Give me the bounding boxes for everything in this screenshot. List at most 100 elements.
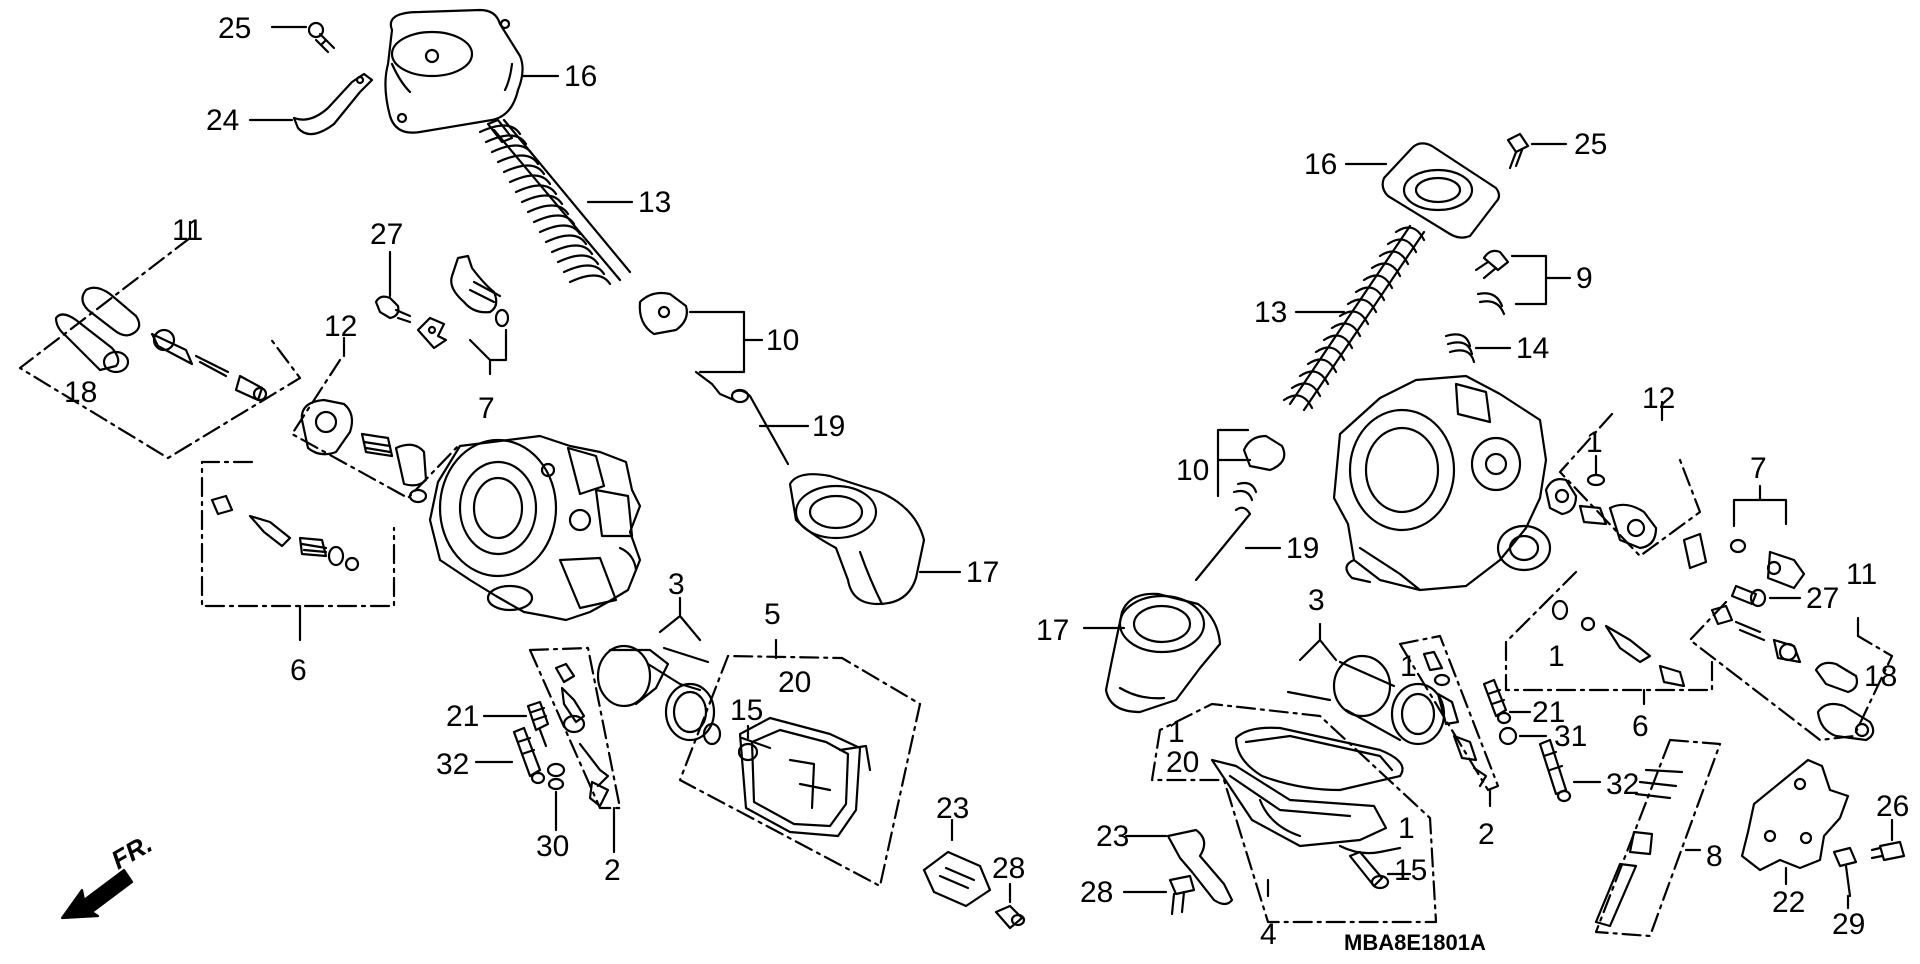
callout-13-right: 13 — [1254, 296, 1287, 329]
washer-30-left — [546, 762, 566, 832]
callout-25-right: 25 — [1574, 128, 1607, 161]
callout-21-left: 21 — [446, 700, 479, 733]
callout-6-right: 6 — [1632, 710, 1649, 743]
callout-3-right: 3 — [1308, 584, 1325, 617]
float-3-left — [596, 596, 716, 742]
kit-11-parts-left — [54, 220, 268, 402]
callout-15-right: 15 — [1394, 854, 1427, 887]
callout-23-right: 23 — [1096, 820, 1129, 853]
washer-1-right — [1551, 599, 1686, 688]
screw-27-left — [374, 250, 412, 324]
callout-7-right: 7 — [1750, 452, 1767, 485]
needle-holder-10-right — [1216, 428, 1286, 502]
callout-22: 22 — [1772, 886, 1805, 919]
callout-2-right: 2 — [1478, 818, 1495, 851]
screw-21-left — [482, 700, 550, 748]
callout-28-right: 28 — [1080, 876, 1113, 909]
reference-code: MBA8E1801A — [1344, 930, 1486, 955]
kit-bracket-6-left — [200, 460, 396, 608]
callout-2-left: 2 — [604, 854, 621, 887]
funnel-17-right — [1082, 592, 1222, 714]
callout-1-right-d: 1 — [1168, 716, 1185, 749]
kit-bracket-12-left — [290, 332, 462, 500]
carburetor-body-right — [1332, 374, 1552, 592]
screw-15-right — [1348, 850, 1412, 890]
kit-bracket-8-right — [1594, 738, 1722, 938]
callout-1-right-a: 1 — [1586, 426, 1603, 459]
kit-bracket-2-right — [1398, 634, 1500, 808]
callout-10-right: 10 — [1176, 454, 1209, 487]
spring-14 — [1444, 333, 1512, 364]
screw-holder-7-left — [416, 254, 510, 376]
callout-9: 9 — [1576, 262, 1593, 295]
front-direction-arrow-icon — [60, 868, 134, 920]
callout-26: 26 — [1876, 790, 1909, 823]
kit-bracket-6-right — [1504, 570, 1714, 706]
callout-3-left: 3 — [668, 568, 685, 601]
kit-bracket-11-left — [18, 236, 302, 460]
callout-labels-right: 25 16 9 13 14 12 1 10 7 19 11 27 3 17 1 … — [1036, 128, 1909, 951]
callout-13-left: 13 — [638, 186, 671, 219]
screw-32-left — [474, 726, 546, 785]
callout-1-right-c: 1 — [1400, 650, 1417, 683]
screw-28-left — [994, 882, 1026, 930]
callout-5-left: 5 — [764, 598, 781, 631]
float-3-right — [1286, 622, 1446, 746]
callout-20-left: 20 — [778, 666, 811, 699]
float-chamber-20-right — [1210, 726, 1404, 855]
callout-27-left: 27 — [370, 218, 403, 251]
callout-labels-left: 25 16 24 13 11 27 12 10 18 7 19 6 17 3 5… — [64, 12, 1025, 887]
front-direction-label: FR. — [106, 828, 157, 875]
callout-14: 14 — [1516, 332, 1549, 365]
clamp-23-right — [1124, 828, 1234, 906]
callout-8: 8 — [1706, 840, 1723, 873]
screw-spring-9-right — [1474, 249, 1572, 316]
jet-needle-19-left — [694, 370, 810, 466]
spring-13-left — [478, 118, 634, 286]
kit-2-parts-right — [1422, 650, 1488, 788]
ring-31 — [1498, 726, 1548, 746]
jet-needle-19-right — [1194, 506, 1282, 582]
callout-11-right: 11 — [1846, 558, 1877, 591]
kit-12-parts-left — [300, 398, 428, 504]
clamp-23-left — [922, 818, 992, 908]
callout-1-right-b: 1 — [1548, 640, 1565, 673]
callout-29: 29 — [1832, 908, 1865, 941]
kit-bracket-11-right — [1688, 600, 1894, 742]
callout-15-left: 15 — [730, 694, 763, 727]
kit-2-parts-left — [554, 662, 616, 854]
callout-10-left: 10 — [766, 324, 799, 357]
kit-bracket-5-left — [678, 654, 922, 888]
kit-8-parts-right — [1594, 768, 1684, 928]
callout-24: 24 — [206, 104, 239, 137]
callout-4: 4 — [1260, 918, 1277, 951]
callout-19-right: 19 — [1286, 532, 1319, 565]
screw-25-left — [270, 21, 336, 54]
screw-25-right — [1506, 132, 1568, 170]
cover-16-right — [1344, 142, 1501, 239]
callout-27-right: 27 — [1806, 582, 1839, 615]
funnel-17-left — [788, 473, 962, 606]
callout-11-left: 11 — [172, 214, 203, 247]
callout-19-left: 19 — [812, 410, 845, 443]
kit-bracket-12-right — [1558, 400, 1702, 558]
callout-17-left: 17 — [966, 556, 999, 589]
callout-20-right: 20 — [1166, 746, 1199, 779]
needle-holder-10-left — [638, 291, 764, 374]
callout-16-right: 16 — [1304, 148, 1337, 181]
screw-21-right — [1482, 678, 1532, 725]
callout-18-right: 18 — [1864, 660, 1897, 693]
callout-23-left: 23 — [936, 792, 969, 825]
callout-17-right: 17 — [1036, 614, 1069, 647]
kit-bracket-4-right — [1150, 702, 1438, 924]
callout-31: 31 — [1554, 720, 1587, 753]
screw-28-right — [1122, 874, 1196, 916]
carburetor-body-left — [428, 434, 642, 622]
spring-13-right — [1282, 224, 1426, 412]
callout-1-right-e: 1 — [1398, 812, 1415, 845]
kit-11-parts-right — [1710, 604, 1875, 742]
callout-25-left: 25 — [218, 12, 251, 45]
callout-32-right: 32 — [1606, 768, 1639, 801]
kit-12-parts-right — [1544, 454, 1658, 550]
